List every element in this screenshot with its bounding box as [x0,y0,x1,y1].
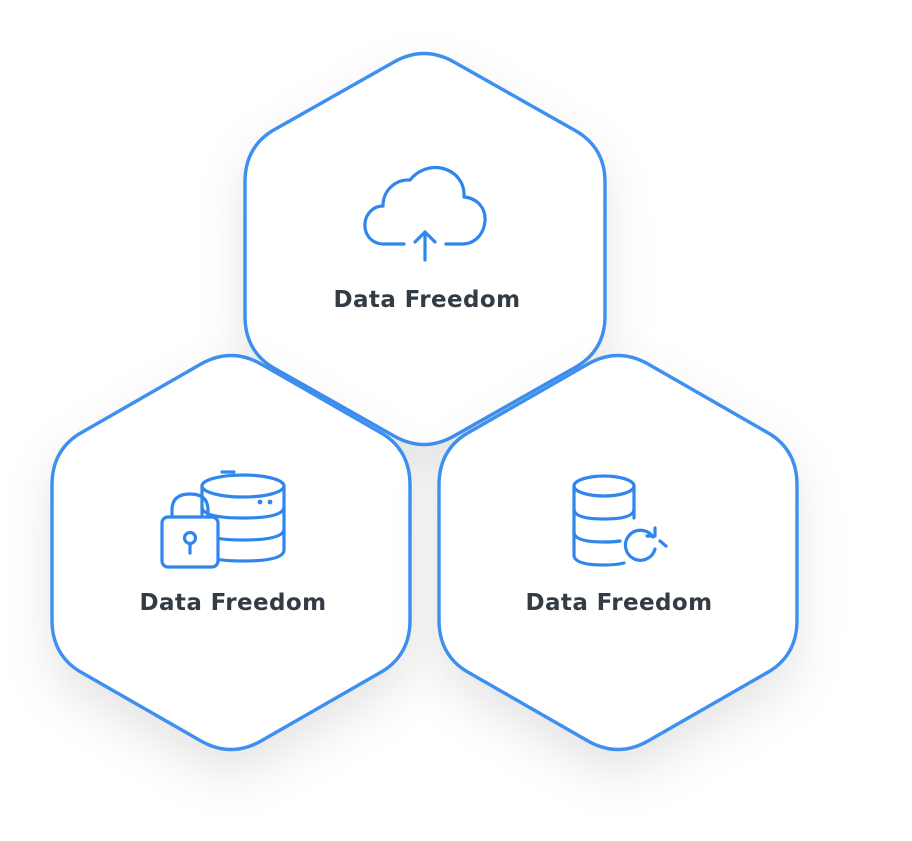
card-left [50,353,412,752]
database-lock-icon [160,470,286,569]
card-right [437,353,799,752]
card-left-label: Data Freedom [139,590,327,616]
hexagon-left [50,353,412,752]
cloud-upload-icon [363,165,487,262]
card-right-label: Data Freedom [525,590,713,616]
card-top-label: Data Freedom [333,287,521,313]
database-sync-icon [572,474,668,567]
hexagon-right [437,353,799,752]
card-top [243,51,607,447]
